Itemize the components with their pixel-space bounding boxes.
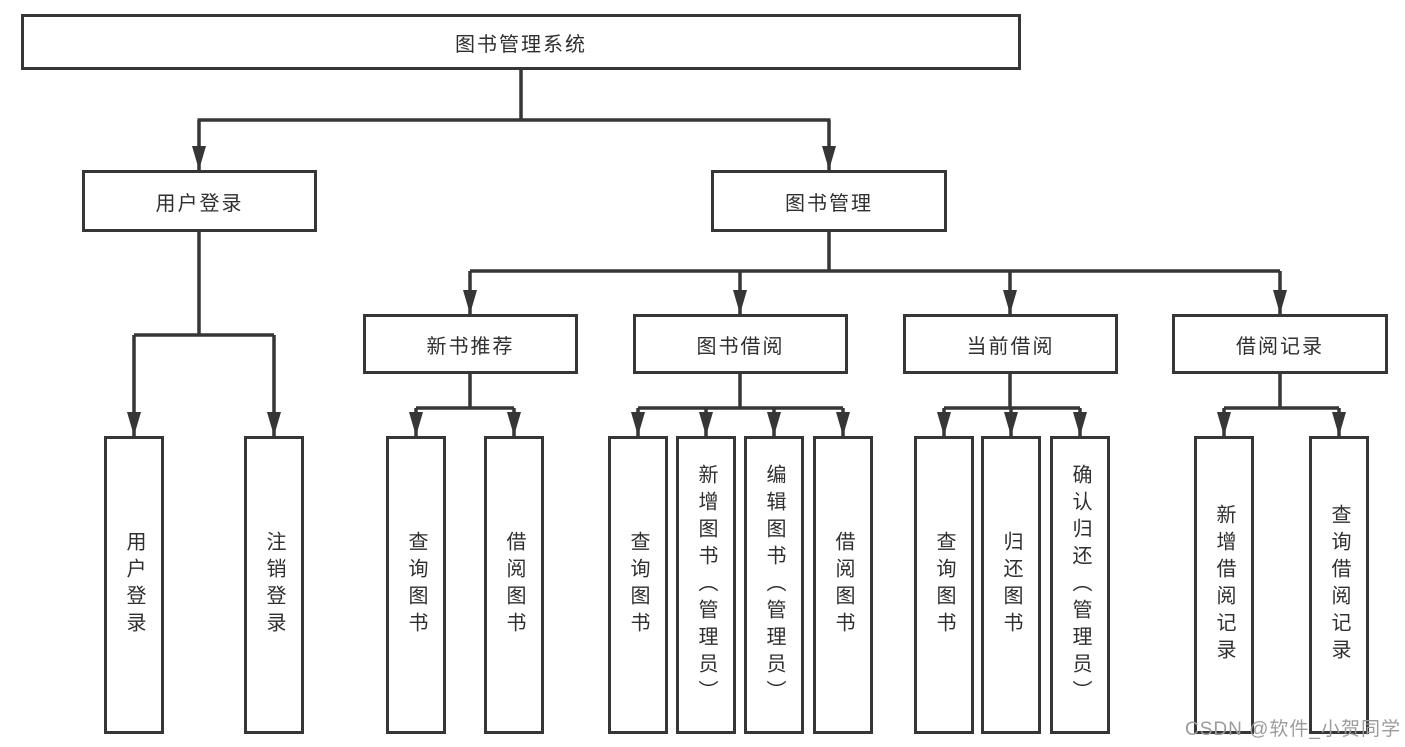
node-new-book-recommend-label: 新书推荐 xyxy=(426,335,515,358)
node-book-borrow: 图书借阅 xyxy=(633,314,848,374)
node-user-login-label: 用户登录 xyxy=(155,192,244,215)
leaf-records-query-record: 查询借阅记录 xyxy=(1309,436,1369,734)
wire-mgmt-to-level3 xyxy=(463,232,1287,314)
wire-records-to-leaves xyxy=(1217,374,1346,436)
leaf-borrow-borrow-books: 借阅图书 xyxy=(813,436,873,734)
leaf-borrow-edit-books: 编辑图书（管理员） xyxy=(744,436,804,734)
node-library-system: 图书管理系统 xyxy=(21,14,1021,70)
node-current-borrow-label: 当前借阅 xyxy=(966,335,1055,358)
node-current-borrow: 当前借阅 xyxy=(903,314,1118,374)
leaf-logout: 注销登录 xyxy=(244,436,304,734)
leaf-current-return-books-label: 归还图书 xyxy=(1000,531,1022,639)
leaf-borrow-query-books-label: 查询图书 xyxy=(627,531,649,639)
wire-root-to-level2 xyxy=(192,70,836,170)
leaf-records-query-record-label: 查询借阅记录 xyxy=(1328,504,1350,666)
wire-current-to-leaves xyxy=(937,374,1087,436)
csdn-watermark: CSDN @软件_小贺同学 xyxy=(1185,719,1401,740)
leaf-current-confirm-return-label: 确认归还（管理员） xyxy=(1069,463,1091,707)
leaf-recommend-borrow-books: 借阅图书 xyxy=(484,436,544,734)
leaf-borrow-edit-books-label: 编辑图书（管理员） xyxy=(763,463,785,707)
leaf-current-confirm-return: 确认归还（管理员） xyxy=(1050,436,1110,734)
leaf-borrow-borrow-books-label: 借阅图书 xyxy=(832,531,854,639)
leaf-current-return-books: 归还图书 xyxy=(981,436,1041,734)
node-book-borrow-label: 图书借阅 xyxy=(696,335,785,358)
wire-login-to-leaves xyxy=(127,232,281,436)
leaf-borrow-add-books-label: 新增图书（管理员） xyxy=(695,463,717,707)
leaf-borrow-add-books: 新增图书（管理员） xyxy=(676,436,736,734)
node-library-system-label: 图书管理系统 xyxy=(455,33,587,56)
leaf-recommend-query-books-label: 查询图书 xyxy=(405,531,427,639)
node-borrow-records: 借阅记录 xyxy=(1172,314,1388,374)
leaf-current-query-books: 查询图书 xyxy=(914,436,974,734)
node-book-management: 图书管理 xyxy=(711,170,947,232)
node-new-book-recommend: 新书推荐 xyxy=(363,314,578,374)
wire-borrow-to-leaves xyxy=(631,374,850,436)
leaf-user-login-label: 用户登录 xyxy=(123,531,145,639)
node-borrow-records-label: 借阅记录 xyxy=(1236,335,1324,358)
leaf-recommend-borrow-books-label: 借阅图书 xyxy=(503,531,525,639)
leaf-current-query-books-label: 查询图书 xyxy=(933,531,955,639)
leaf-logout-label: 注销登录 xyxy=(263,531,285,639)
node-book-management-label: 图书管理 xyxy=(785,192,873,215)
leaf-records-add-record: 新增借阅记录 xyxy=(1194,436,1254,734)
leaf-recommend-query-books: 查询图书 xyxy=(386,436,446,734)
leaf-user-login: 用户登录 xyxy=(104,436,164,734)
leaf-borrow-query-books: 查询图书 xyxy=(608,436,668,734)
wire-recommend-to-leaves xyxy=(409,374,521,436)
node-user-login: 用户登录 xyxy=(82,170,317,232)
leaf-records-add-record-label: 新增借阅记录 xyxy=(1213,504,1235,666)
